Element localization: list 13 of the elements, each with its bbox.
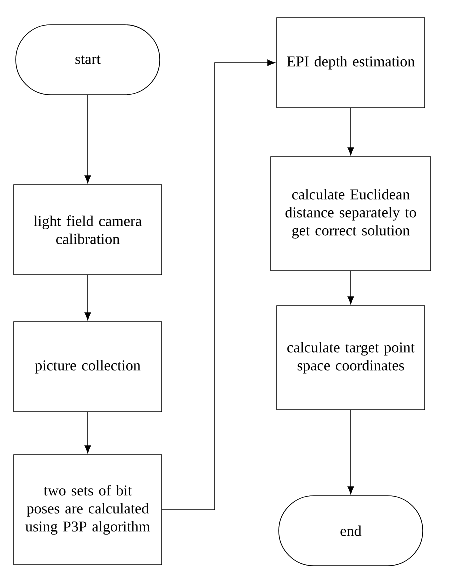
arrow	[162, 60, 276, 510]
process-box: picture collection	[14, 322, 162, 412]
process-box: light field camera calibration	[14, 184, 162, 276]
arrow	[348, 410, 354, 494]
process-box: two sets of bit poses are calculated using P3P algorithm	[14, 454, 162, 566]
process-box: calculate target point space coordinates	[276, 306, 426, 410]
arrow	[84, 412, 92, 454]
arrow	[348, 271, 354, 304]
arrow	[84, 275, 92, 320]
process-box: calculate Euclidean distance separately to get correct solution	[270, 156, 432, 272]
arrow	[84, 95, 92, 184]
arrow	[348, 108, 354, 156]
process-box: EPI depth estimation	[276, 18, 426, 108]
